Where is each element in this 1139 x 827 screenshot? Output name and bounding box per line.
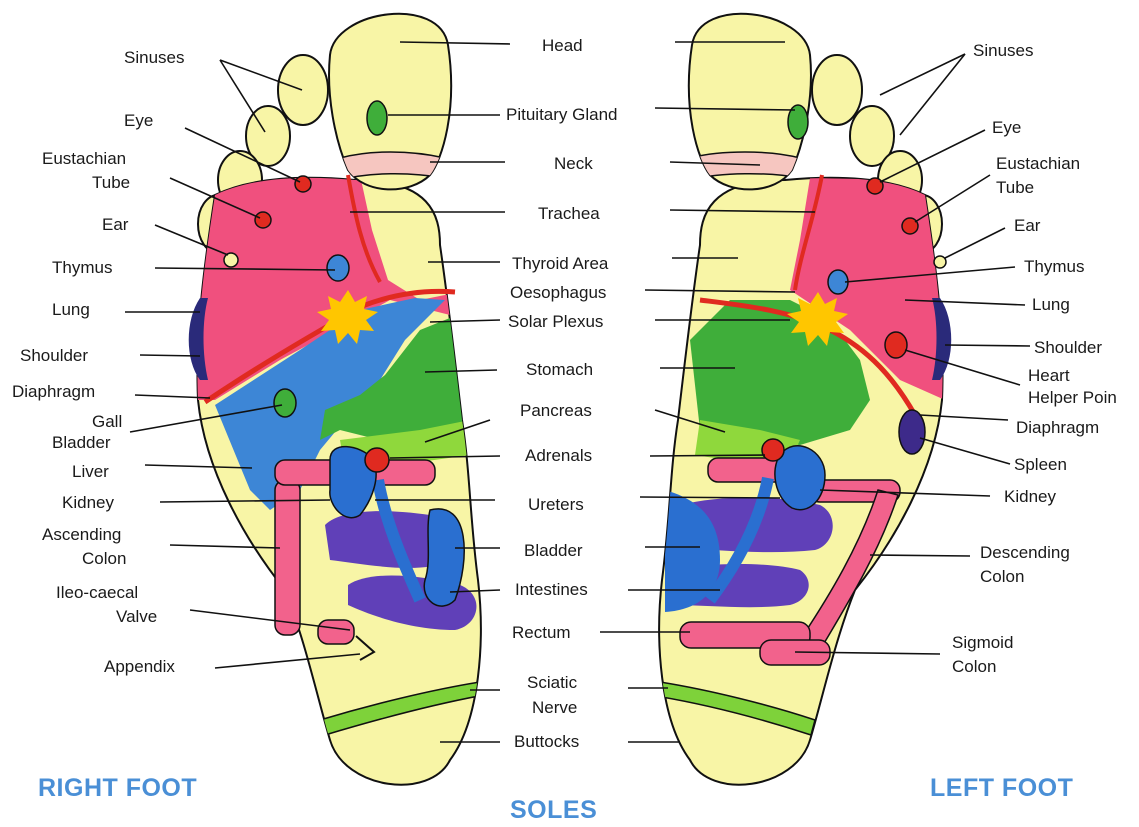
label-heart: Heart	[1028, 365, 1070, 387]
label-bladder: Bladder	[524, 540, 583, 562]
label-pancreas: Pancreas	[520, 400, 592, 422]
label-head: Head	[542, 35, 583, 57]
label-ascending-right-foot: Ascending	[42, 524, 121, 546]
label-sciatic: Sciatic	[527, 672, 577, 694]
label-ileo-caecal: Ileo-caecal	[56, 582, 138, 604]
label-tube-left-foot: Tube	[996, 177, 1034, 199]
label-stomach: Stomach	[526, 359, 593, 381]
label-buttocks: Buttocks	[514, 731, 579, 753]
right-toe-2	[278, 55, 328, 125]
label-eye-right-foot: Eye	[124, 110, 153, 132]
label-ear-left-foot: Ear	[1014, 215, 1040, 237]
label-diaphragm-left-foot: Diaphragm	[1016, 417, 1099, 439]
label-descending: Descending	[980, 542, 1070, 564]
left-spleen-zone	[899, 410, 925, 454]
label-liver-right-foot: Liver	[72, 461, 109, 483]
label-sinuses-left-foot: Sinuses	[973, 40, 1033, 62]
title-left-foot: LEFT FOOT	[930, 774, 1073, 803]
label-colon-right-foot: Colon	[82, 548, 126, 570]
label-kidney-right-foot: Kidney	[62, 492, 114, 514]
left-foot	[656, 14, 951, 785]
label-neck: Neck	[554, 153, 593, 175]
label-helper-point: Helper Poin	[1028, 387, 1117, 409]
label-shoulder-left-foot: Shoulder	[1034, 337, 1102, 359]
right-thymus-dot	[327, 255, 349, 281]
label-shoulder-right-foot: Shoulder	[20, 345, 88, 367]
label-sigmoid-colon: Colon	[952, 656, 996, 678]
title-soles: SOLES	[510, 796, 597, 825]
left-ear-dot	[934, 256, 946, 268]
label-ureters: Ureters	[528, 494, 584, 516]
right-eye-dot	[295, 176, 311, 192]
right-adrenal-dot	[365, 448, 389, 472]
right-ear-dot	[224, 253, 238, 267]
label-ear-right-foot: Ear	[102, 214, 128, 236]
left-eustachian-dot	[902, 218, 918, 234]
label-intestines: Intestines	[515, 579, 588, 601]
label-colon-left-foot: Colon	[980, 566, 1024, 588]
left-eye-dot	[867, 178, 883, 194]
label-eustachian-right-foot: Eustachian	[42, 148, 126, 170]
label-gall-right-foot: Gall	[92, 411, 122, 433]
label-solar-plexus: Solar Plexus	[508, 311, 603, 333]
right-gall-bladder-dot	[274, 389, 296, 417]
label-adrenals: Adrenals	[525, 445, 592, 467]
label-eustachian-left-foot: Eustachian	[996, 153, 1080, 175]
label-thyroid-area: Thyroid Area	[512, 253, 608, 275]
left-toe-2	[812, 55, 862, 125]
label-sinuses-right-foot: Sinuses	[124, 47, 184, 69]
label-sigmoid: Sigmoid	[952, 632, 1013, 654]
left-adrenal-dot	[762, 439, 784, 461]
label-bladder-right-foot: Bladder	[52, 432, 111, 454]
left-heart-dot	[885, 332, 907, 358]
label-appendix: Appendix	[104, 656, 175, 678]
label-oesophagus: Oesophagus	[510, 282, 606, 304]
label-spleen: Spleen	[1014, 454, 1067, 476]
label-nerve: Nerve	[532, 697, 577, 719]
label-lung-right-foot: Lung	[52, 299, 90, 321]
label-pituitary-gland: Pituitary Gland	[506, 104, 618, 126]
label-thymus-right-foot: Thymus	[52, 257, 112, 279]
label-eye-left-foot: Eye	[992, 117, 1021, 139]
label-valve: Valve	[116, 606, 157, 628]
label-thymus-left-foot: Thymus	[1024, 256, 1084, 278]
label-trachea: Trachea	[538, 203, 600, 225]
right-foot	[189, 14, 484, 785]
title-right-foot: RIGHT FOOT	[38, 774, 197, 803]
label-kidney-left-foot: Kidney	[1004, 486, 1056, 508]
label-tube-right-foot: Tube	[92, 172, 130, 194]
right-pituitary-dot	[367, 101, 387, 135]
label-lung-left-foot: Lung	[1032, 294, 1070, 316]
right-eustachian-dot	[255, 212, 271, 228]
label-diaphragm-right-foot: Diaphragm	[12, 381, 95, 403]
label-rectum: Rectum	[512, 622, 571, 644]
